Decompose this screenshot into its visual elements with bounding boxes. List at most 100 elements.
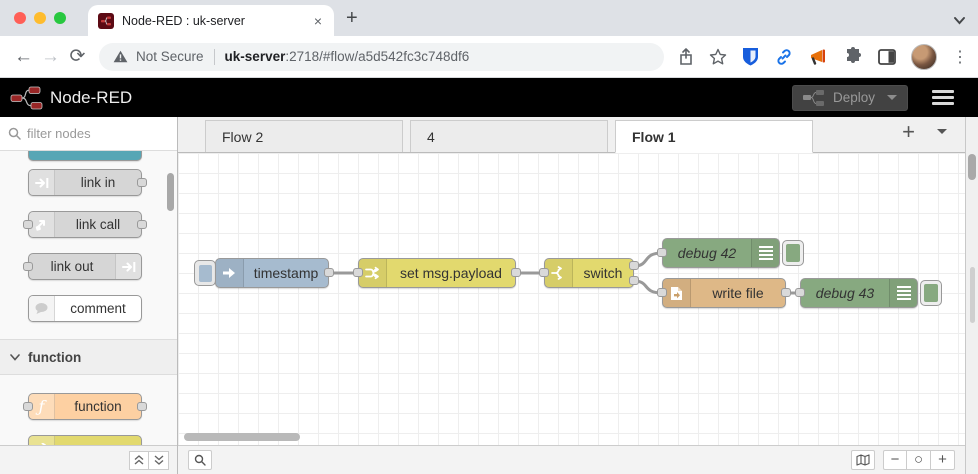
palette-scroll-area[interactable]: link in link call link out comment	[0, 151, 177, 445]
collapse-all-categories-button[interactable]	[129, 450, 149, 470]
palette-search[interactable]	[0, 117, 177, 151]
palette-node-link-in[interactable]: link in	[28, 169, 147, 196]
palette-footer	[0, 445, 177, 474]
warning-icon	[113, 50, 128, 63]
input-port[interactable]	[353, 268, 363, 277]
palette-section-function[interactable]: function	[0, 339, 177, 375]
palette-node-partial-bottom[interactable]	[28, 435, 142, 445]
output-port[interactable]	[511, 268, 521, 277]
right-scrollbar-gutter[interactable]	[965, 117, 978, 474]
zoom-in-label: +	[938, 451, 947, 468]
scrollbar-thumb[interactable]	[968, 154, 976, 180]
browser-tab-title: Node-RED : uk-server	[122, 13, 245, 28]
chrome-menu-icon[interactable]: ⋮	[952, 48, 968, 66]
zoom-reset-button[interactable]: ○	[907, 450, 931, 470]
flow-node-inject[interactable]: timestamp	[215, 258, 334, 288]
tab-4[interactable]: 4	[410, 120, 608, 152]
scrollbar-thumb-secondary[interactable]	[970, 267, 975, 323]
browser-tab[interactable]: Node-RED : uk-server ×	[88, 5, 334, 36]
share-icon[interactable]	[678, 47, 694, 66]
node-label: write file	[712, 285, 764, 301]
tab-flow-1[interactable]: Flow 1	[615, 120, 813, 153]
canvas-footer: − ○ +	[178, 445, 965, 474]
node-red-logo	[10, 86, 43, 109]
palette-node-function[interactable]: ƒ function	[23, 393, 147, 420]
node-label: debug 43	[815, 285, 875, 301]
traffic-lights	[14, 12, 66, 24]
link-extension-icon[interactable]	[774, 47, 794, 67]
new-tab-button[interactable]: +	[346, 7, 358, 29]
main-menu-icon[interactable]	[932, 90, 954, 105]
input-port[interactable]	[23, 262, 33, 271]
close-tab-icon[interactable]: ×	[313, 12, 322, 29]
expand-all-categories-button[interactable]	[149, 450, 169, 470]
palette-node-partial[interactable]	[28, 151, 142, 161]
input-port[interactable]	[539, 268, 549, 277]
switch-icon	[545, 259, 573, 287]
fullscreen-window-button[interactable]	[54, 12, 66, 24]
input-port[interactable]	[795, 288, 805, 297]
canvas-horizontal-scrollbar[interactable]	[184, 433, 300, 441]
flow-tab-bar: Flow 2 4 Flow 1 +	[178, 117, 965, 153]
debug-toggle-button[interactable]	[920, 280, 942, 306]
flow-node-change[interactable]: set msg.payload	[353, 258, 521, 288]
input-port[interactable]	[657, 248, 667, 257]
inject-trigger-button[interactable]	[194, 260, 216, 286]
reload-button[interactable]: ⟳	[69, 46, 86, 67]
input-port[interactable]	[23, 220, 33, 229]
minimize-window-button[interactable]	[34, 12, 46, 24]
deploy-options-caret-icon[interactable]	[887, 95, 897, 100]
bookmark-star-icon[interactable]	[709, 48, 727, 66]
output-port-2[interactable]	[629, 276, 639, 285]
palette-node-link-call[interactable]: link call	[23, 211, 147, 238]
megaphone-extension-icon[interactable]	[809, 48, 829, 66]
input-port[interactable]	[23, 402, 33, 411]
zoom-reset-label: ○	[913, 451, 924, 468]
close-window-button[interactable]	[14, 12, 26, 24]
toggle-navigator-button[interactable]	[851, 450, 875, 470]
double-chevron-down-icon	[154, 455, 163, 465]
palette-node-label: comment	[70, 301, 126, 316]
bitwarden-shield-icon[interactable]	[742, 47, 759, 66]
search-flows-button[interactable]	[188, 450, 212, 470]
back-button[interactable]: ←	[14, 45, 33, 67]
flow-node-switch[interactable]: switch	[539, 258, 639, 288]
debug-toggle-button[interactable]	[782, 240, 804, 266]
security-label: Not Secure	[136, 49, 204, 64]
flow-canvas[interactable]: timestamp set msg.payload switch	[178, 153, 965, 445]
side-panel-icon[interactable]	[878, 48, 896, 65]
macos-titlebar: Node-RED : uk-server × +	[0, 0, 978, 36]
tab-flow-2[interactable]: Flow 2	[205, 120, 403, 152]
flow-node-debug-42[interactable]: debug 42	[657, 238, 780, 268]
search-icon	[8, 127, 21, 140]
palette-node-link-out[interactable]: link out	[23, 253, 142, 280]
tab-search-chevron-icon[interactable]	[953, 12, 966, 30]
flow-node-debug-43[interactable]: debug 43	[795, 278, 918, 308]
zoom-out-button[interactable]: −	[883, 450, 907, 470]
flow-node-write-file[interactable]: write file	[657, 278, 791, 308]
output-port-1[interactable]	[629, 261, 639, 270]
deploy-button[interactable]: Deploy	[791, 84, 908, 111]
output-port[interactable]	[137, 220, 147, 229]
profile-avatar[interactable]	[911, 43, 937, 70]
zoom-in-button[interactable]: +	[931, 450, 955, 470]
add-flow-button[interactable]: +	[902, 118, 915, 144]
input-port[interactable]	[657, 288, 667, 297]
url-path: :2718/#flow/a5d542fc3c748df6	[285, 49, 470, 64]
extensions-puzzle-icon[interactable]	[844, 47, 863, 66]
palette-scrollbar[interactable]	[167, 173, 174, 211]
filter-nodes-input[interactable]	[27, 126, 157, 141]
palette-node-comment[interactable]: comment	[28, 295, 142, 322]
output-port[interactable]	[137, 178, 147, 187]
flow-list-caret-icon[interactable]	[937, 129, 947, 134]
node-label: debug 42	[677, 245, 737, 261]
output-port[interactable]	[324, 268, 334, 277]
app-title: Node-RED	[50, 87, 133, 107]
output-port[interactable]	[137, 402, 147, 411]
comment-bubble-icon	[29, 296, 55, 321]
link-out-icon	[115, 254, 141, 279]
address-bar[interactable]: Not Secure uk-server:2718/#flow/a5d542fc…	[99, 42, 664, 71]
forward-button[interactable]: →	[41, 45, 60, 67]
node-palette: link in link call link out comment	[0, 117, 178, 474]
output-port[interactable]	[781, 288, 791, 297]
